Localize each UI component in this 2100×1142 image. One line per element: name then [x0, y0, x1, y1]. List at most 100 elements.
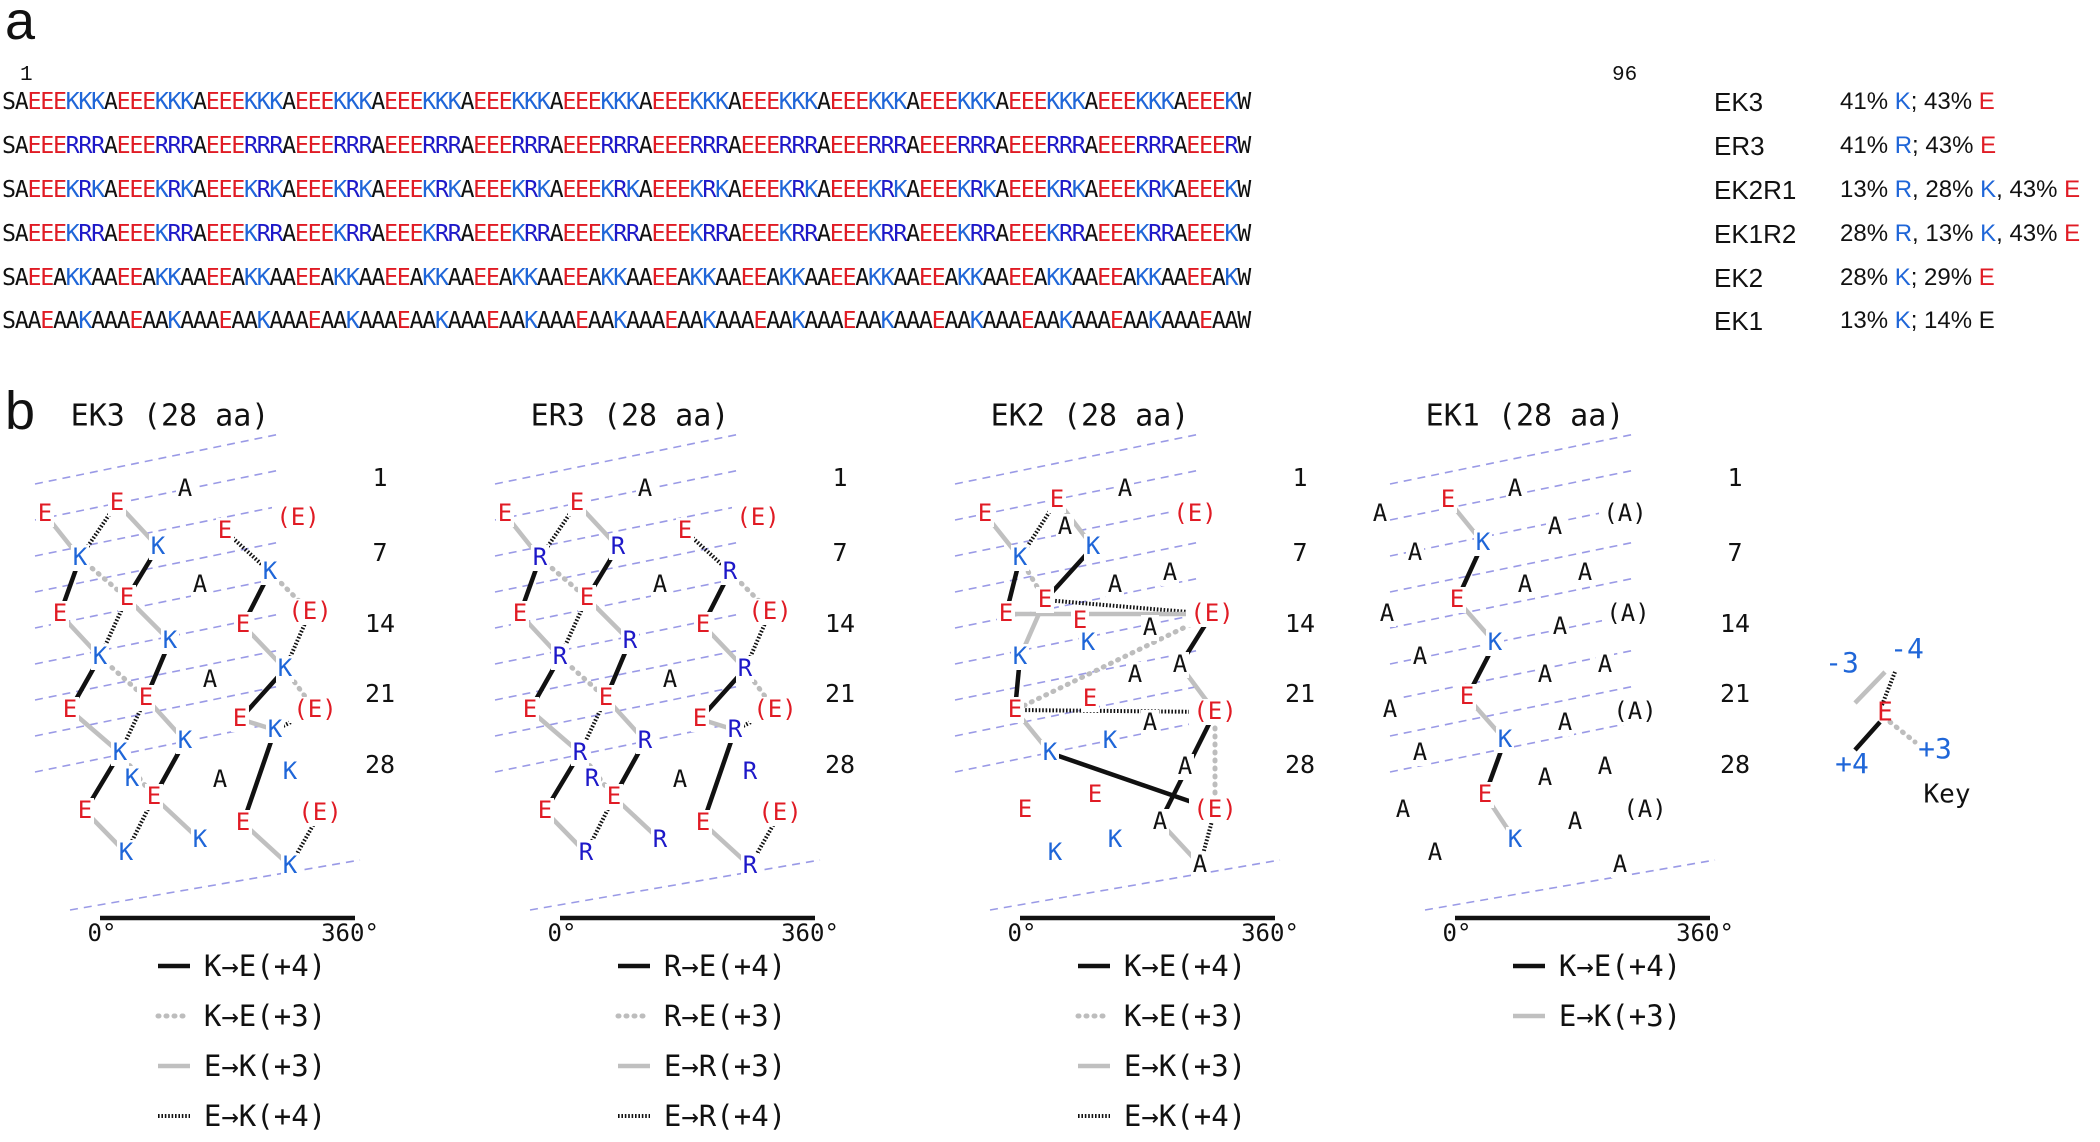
residue-backdrop [651, 827, 669, 853]
residue-backdrop [571, 740, 589, 766]
residue-label: E [580, 583, 594, 611]
residue-label: K [1013, 642, 1028, 670]
residue-backdrop [1079, 630, 1097, 656]
residue-label: A [1128, 660, 1143, 688]
residue-backdrop [294, 800, 346, 826]
legend-label: R→E(+3) [664, 999, 786, 1033]
residue-backdrop [1611, 852, 1629, 878]
residue-backdrop [1116, 476, 1134, 502]
composition: 13% K; 14% E [1840, 307, 1995, 334]
panel-b-label: b [5, 381, 36, 441]
residue-label: A [193, 570, 208, 598]
key-minus3-label: -3 [1825, 646, 1859, 679]
residue-label: (E) [748, 597, 791, 625]
residue-label: (A) [1603, 499, 1646, 527]
residue-backdrop [108, 490, 126, 516]
peptide-name: EK2R1 [1714, 175, 1797, 205]
axis-start-label: 0° [88, 919, 117, 947]
residue-backdrop [621, 628, 639, 654]
residue-backdrop [261, 559, 279, 585]
residue-label: R [553, 642, 568, 670]
residue-label: A [1178, 752, 1193, 780]
residue-backdrop [721, 559, 739, 585]
residue-backdrop [1411, 644, 1429, 670]
residue-label: E [110, 488, 124, 516]
axis-end-label: 360° [1241, 919, 1299, 947]
residue-label: A [1143, 613, 1158, 641]
residue-backdrop [276, 656, 294, 682]
residue-backdrop [1536, 765, 1554, 791]
helix-turn-guide [954, 649, 1201, 701]
residue-label: K [1488, 628, 1503, 656]
residue-backdrop [1536, 662, 1554, 688]
residue-label: E [1088, 780, 1102, 808]
axis-end-label: 360° [1676, 919, 1734, 947]
residue-label: K [178, 726, 193, 754]
residue-label: E [38, 499, 52, 527]
residue-label: A [1108, 570, 1123, 598]
residue-backdrop [651, 572, 669, 598]
residue-backdrop [216, 518, 234, 544]
residue-label: E [1038, 585, 1052, 613]
residue-backdrop [741, 759, 759, 785]
residue-label: E [218, 516, 232, 544]
residue-label: A [1413, 738, 1428, 766]
residue-backdrop [1476, 782, 1494, 808]
residue-label: E [1008, 695, 1022, 723]
axis-start-label: 0° [548, 919, 577, 947]
residue-label: K [1048, 838, 1063, 866]
residue-backdrop [111, 740, 129, 766]
key-bond-minus4 [1880, 671, 1897, 706]
row-number: 7 [1727, 538, 1742, 567]
residue-label: (A) [1613, 697, 1656, 725]
residue-label: A [1538, 763, 1553, 791]
panel-title-er3: ER3 (28 aa) [531, 399, 730, 434]
row-number: 21 [1285, 679, 1315, 708]
residue-label: A [1163, 558, 1178, 586]
residue-label: K [263, 557, 278, 585]
sequence-text: SAAEAAKAAAEAAKAAAEAAKAAAEAAKAAAEAAKAAAEA… [2, 307, 1251, 334]
residue-backdrop [211, 767, 229, 793]
residue-backdrop [1126, 662, 1144, 688]
residue-backdrop [1458, 684, 1476, 710]
residue-backdrop [661, 667, 679, 693]
residue-backdrop [511, 601, 529, 627]
key-bond-minus3 [1853, 670, 1887, 705]
key-bond-plus4 [1853, 720, 1882, 752]
residue-backdrop [531, 545, 549, 571]
legend-label: E→R(+4) [664, 1099, 786, 1133]
residue-backdrop [1506, 476, 1524, 502]
residue-backdrop [636, 728, 654, 754]
residue-backdrop [1084, 534, 1102, 560]
residue-label: (E) [736, 503, 779, 531]
residue-label: A [1428, 838, 1443, 866]
row-number: 21 [365, 679, 395, 708]
key-bond-plus3 [1887, 719, 1918, 745]
residue-backdrop [1448, 587, 1466, 613]
residue-label: A [1118, 474, 1133, 502]
residue-backdrop [1551, 614, 1569, 640]
residue-label: E [139, 683, 153, 711]
residue-label: E [498, 499, 512, 527]
interaction-bond [1198, 809, 1217, 866]
key-plus3-label: +3 [1918, 732, 1952, 765]
residue-backdrop [1081, 686, 1099, 712]
residue-backdrop [609, 534, 627, 560]
residue-label: (E) [1193, 795, 1236, 823]
sequence-text: SAEEEKKKAEEEKKKAEEEKKKAEEEKKKAEEEKKKAEEE… [2, 88, 1251, 115]
residue-backdrop [732, 505, 784, 531]
peptide-name: EK1 [1714, 306, 1764, 336]
legend-label: E→R(+3) [664, 1049, 786, 1083]
residue-label: E [1478, 780, 1492, 808]
residue-label: E [236, 808, 250, 836]
row-number: 7 [832, 538, 847, 567]
residue-label: A [1558, 708, 1573, 736]
residue-backdrop [1189, 699, 1241, 725]
residue-label: K [1081, 628, 1096, 656]
row-number: 14 [365, 609, 395, 638]
helix-turn-guide [69, 859, 361, 911]
interaction-bond [1044, 598, 1213, 616]
residue-backdrop [1371, 501, 1389, 527]
residue-backdrop [496, 501, 514, 527]
residue-label: K [1476, 528, 1491, 556]
